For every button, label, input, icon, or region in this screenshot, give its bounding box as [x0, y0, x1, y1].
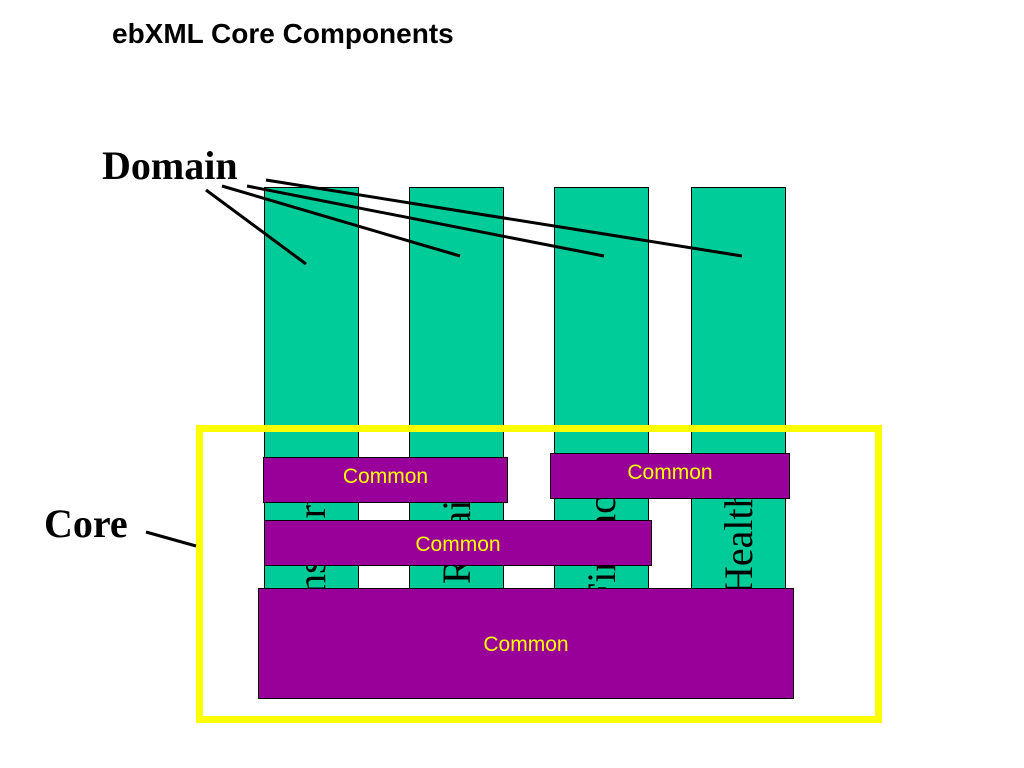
connector-domain-finance [246, 184, 605, 258]
common-block-transport-finance: Common [264, 520, 652, 566]
core-heading: Core [44, 501, 128, 546]
common-block-finance-health: Common [550, 453, 790, 499]
domain-heading: Domain [102, 143, 238, 188]
slide-title: ebXML Core Components [112, 18, 454, 49]
connector-domain-retail [221, 184, 461, 258]
connector-domain-health [265, 178, 743, 258]
connector-domain-transport [205, 188, 307, 266]
common-label: Common [483, 633, 569, 656]
common-label: Common [415, 533, 501, 556]
common-block-all: Common [258, 588, 794, 699]
common-block-transport-retail: Common [263, 457, 508, 503]
common-label: Common [627, 461, 713, 484]
core-frame [196, 425, 882, 723]
domain-pillar-health: Health [691, 187, 786, 589]
connector-core-frame [145, 530, 197, 548]
common-label: Common [342, 465, 429, 488]
